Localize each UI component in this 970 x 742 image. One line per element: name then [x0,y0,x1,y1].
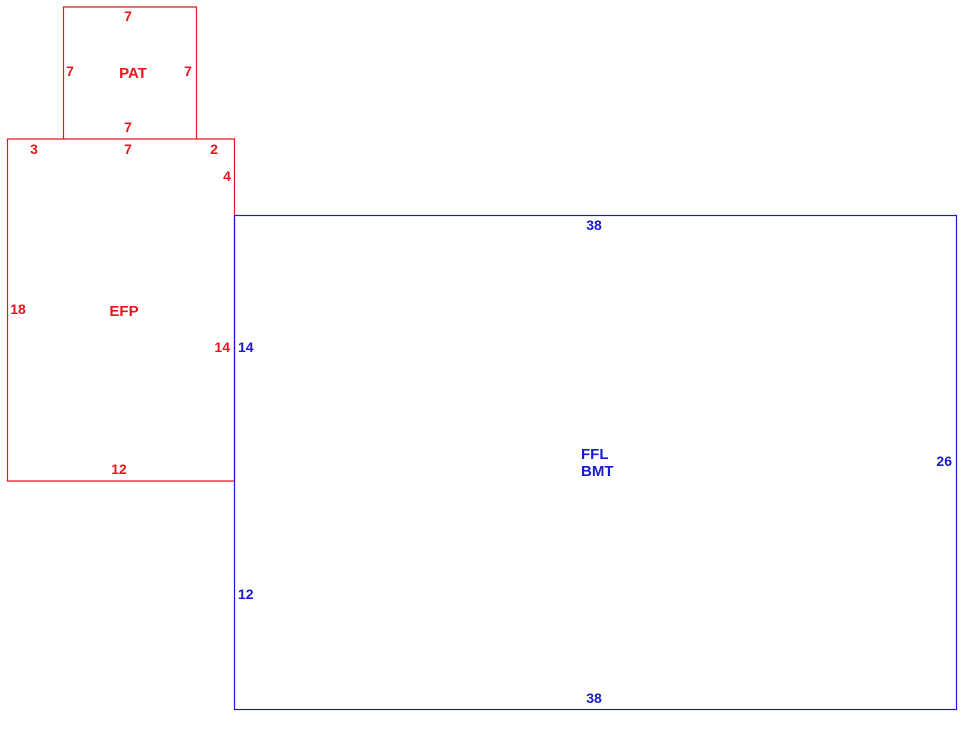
ffl-dim-top: 38 [586,217,602,233]
efp-dim-bottom: 12 [111,461,127,477]
efp-dim-top-mid: 7 [124,141,132,157]
ffl-dim-right: 26 [936,453,952,469]
ffl-section: 38 14 26 12 38 FFL BMT [233,214,958,711]
ffl-area-label-line2: BMT [581,463,614,480]
pat-dim-top: 7 [124,8,132,24]
efp-section: 3 7 2 4 18 14 12 EFP [6,138,236,482]
efp-area-label: EFP [109,303,138,320]
efp-dim-left: 18 [10,301,26,317]
pat-dim-left: 7 [66,63,74,79]
ffl-dim-left-lower: 12 [238,586,254,602]
efp-dim-top-right: 2 [210,141,218,157]
ffl-dim-left-upper: 14 [238,339,254,355]
pat-dim-right: 7 [184,63,192,79]
pat-dim-bottom: 7 [124,119,132,135]
pat-section: 7 7 7 7 PAT [62,6,198,139]
ffl-area-label-line1: FFL [581,446,609,463]
pat-area-label: PAT [119,65,147,82]
ffl-outline [233,214,958,711]
efp-outline [6,138,236,482]
ffl-dim-bottom: 38 [586,690,602,706]
pat-outline [62,6,198,139]
efp-dim-right-lower: 14 [214,339,230,355]
efp-dim-top-left: 3 [30,141,38,157]
efp-dim-right-upper: 4 [223,168,231,184]
